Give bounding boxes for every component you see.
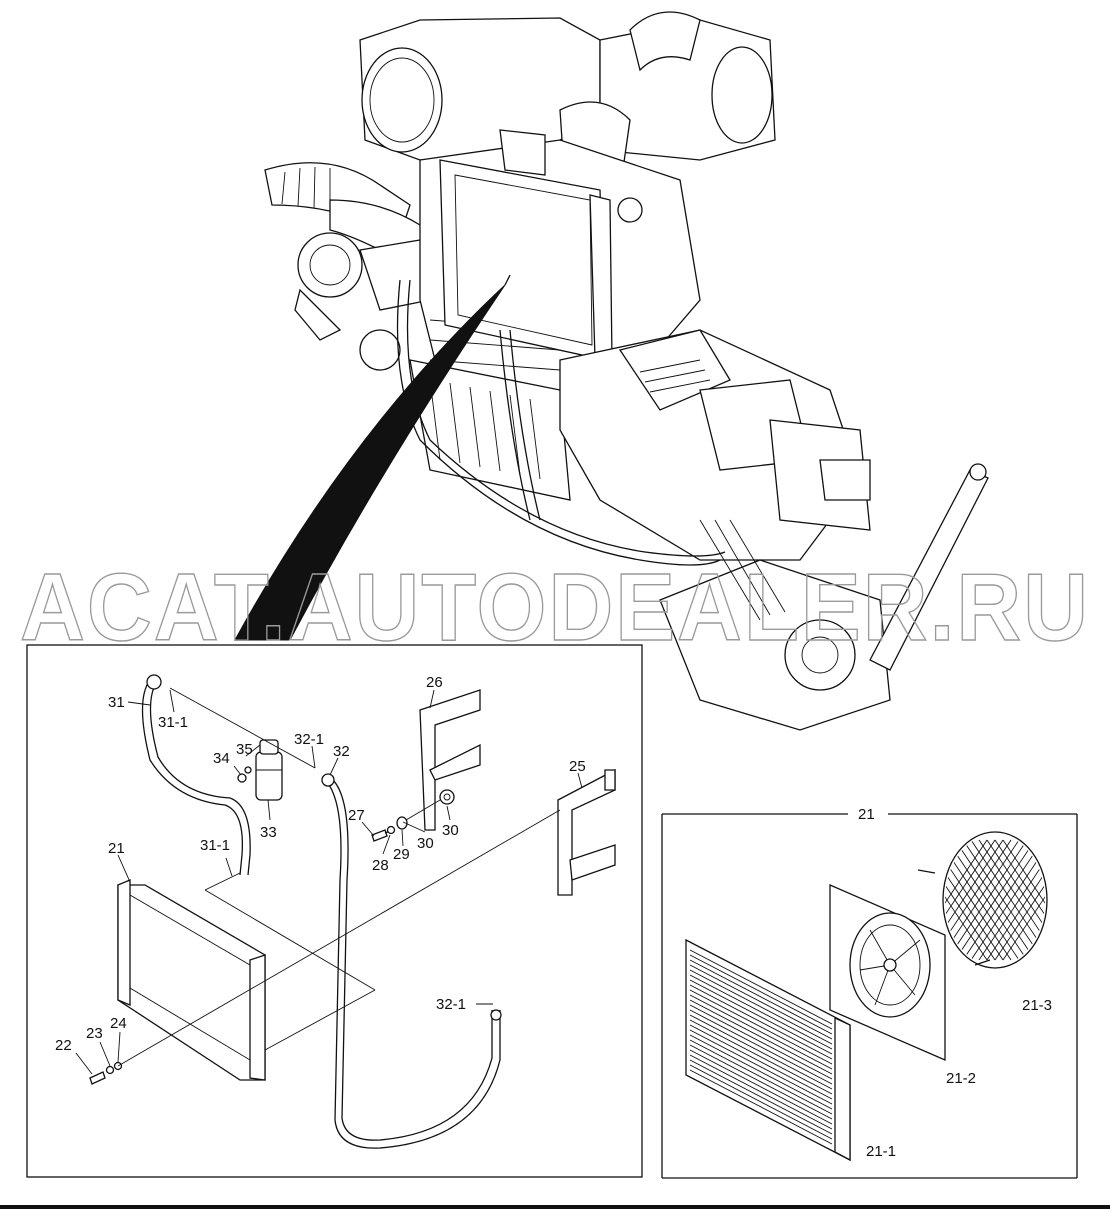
condenser-fin <box>689 1009 833 1085</box>
condenser-fin <box>689 1029 833 1105</box>
condenser-fin <box>689 1034 833 1110</box>
callout-32-1: 32-1 <box>294 731 324 748</box>
wiring-harness <box>396 279 726 566</box>
guard-wire <box>945 839 996 961</box>
callout-22: 22 <box>55 1037 72 1054</box>
condenser-fin <box>689 1059 833 1135</box>
condenser-fin <box>689 999 833 1075</box>
callout-31-1: 31-1 <box>158 714 188 731</box>
guard-wire <box>945 839 988 961</box>
callout-28: 28 <box>372 857 389 874</box>
condenser-fin <box>689 1039 833 1115</box>
bracket-25 <box>557 768 616 896</box>
condenser-fin <box>689 1054 833 1130</box>
callout-27: 27 <box>348 807 365 824</box>
guard-wire <box>986 839 1045 961</box>
receiver-drier-33 <box>237 739 283 801</box>
callout-21-header: 21 <box>858 806 875 823</box>
guard-wire <box>945 839 1004 961</box>
callout-21-2: 21-2 <box>946 1070 976 1087</box>
callout-32: 32 <box>333 743 350 760</box>
condenser-fin <box>689 1069 833 1145</box>
detail-pointer-wedge <box>234 284 506 641</box>
condenser-core-21-1 <box>685 938 851 1162</box>
callout-26: 26 <box>426 674 443 691</box>
condenser-fin <box>689 949 833 1025</box>
condenser-fin <box>689 989 833 1065</box>
callout-23: 23 <box>86 1025 103 1042</box>
transmission <box>559 329 891 731</box>
condenser-fin <box>689 964 833 1040</box>
guard-wire <box>945 839 1012 961</box>
watermark: ACAT.AUTODEALER.RU <box>20 554 1090 661</box>
fan-shroud-21-2 <box>829 884 946 1061</box>
callout-21: 21 <box>108 840 125 857</box>
condenser-21 <box>117 879 266 1081</box>
condenser-fin <box>689 1004 833 1080</box>
condenser-fin <box>689 994 833 1070</box>
alternator <box>294 232 431 371</box>
condenser-fin <box>689 959 833 1035</box>
condenser-fin <box>689 1024 833 1100</box>
condenser-fin <box>689 1049 833 1125</box>
bracket-26 <box>419 689 481 831</box>
condenser-fin <box>689 1044 833 1120</box>
guard-wire <box>962 839 1044 961</box>
callout-24: 24 <box>110 1015 127 1032</box>
condenser-fin <box>689 1019 833 1095</box>
condenser-fin <box>689 979 833 1055</box>
fan-guard-21-3 <box>917 831 1048 969</box>
hose-32 <box>321 773 502 1149</box>
callout-30-washer: 30 <box>417 835 434 852</box>
leader-lines <box>75 689 583 1075</box>
guard-wire <box>1002 839 1045 961</box>
callout-21-3: 21-3 <box>1022 997 1052 1014</box>
guard-wire <box>978 839 1045 961</box>
callout-32-1-lower: 32-1 <box>436 996 466 1013</box>
callout-31: 31 <box>108 694 125 711</box>
main-detail-panel: 31 31-1 35 34 32-1 32 33 26 25 27 28 29 … <box>26 644 643 1178</box>
condenser-fin <box>689 974 833 1050</box>
callout-25: 25 <box>569 758 586 775</box>
condenser-fin <box>689 1064 833 1140</box>
condenser-fin <box>689 1014 833 1090</box>
hose-31 <box>141 674 251 876</box>
fasteners-27-30 <box>371 789 455 842</box>
engine-assembly-drawing <box>234 11 989 731</box>
assembly-guide-lines <box>117 687 561 1067</box>
callout-35: 35 <box>236 741 253 758</box>
guard-wire <box>994 839 1045 961</box>
condenser-fin <box>689 984 833 1060</box>
callout-21-1: 21-1 <box>866 1143 896 1160</box>
condenser-exploded-panel: 21 21-3 21-2 21-1 <box>661 806 1078 1179</box>
guard-wire <box>954 839 1036 961</box>
condenser-fin <box>689 969 833 1045</box>
callout-29: 29 <box>393 846 410 863</box>
callout-33: 33 <box>260 824 277 841</box>
callout-34: 34 <box>213 750 230 767</box>
main-callout-labels: 31 31-1 35 34 32-1 32 33 26 25 27 28 29 … <box>55 674 586 1054</box>
callout-30-grommet: 30 <box>442 822 459 839</box>
fasteners-22-24 <box>89 1061 123 1085</box>
condenser-fin <box>689 954 833 1030</box>
callout-31-1-lower: 31-1 <box>200 837 230 854</box>
shift-lever <box>869 463 989 671</box>
guard-wire <box>946 839 1028 961</box>
